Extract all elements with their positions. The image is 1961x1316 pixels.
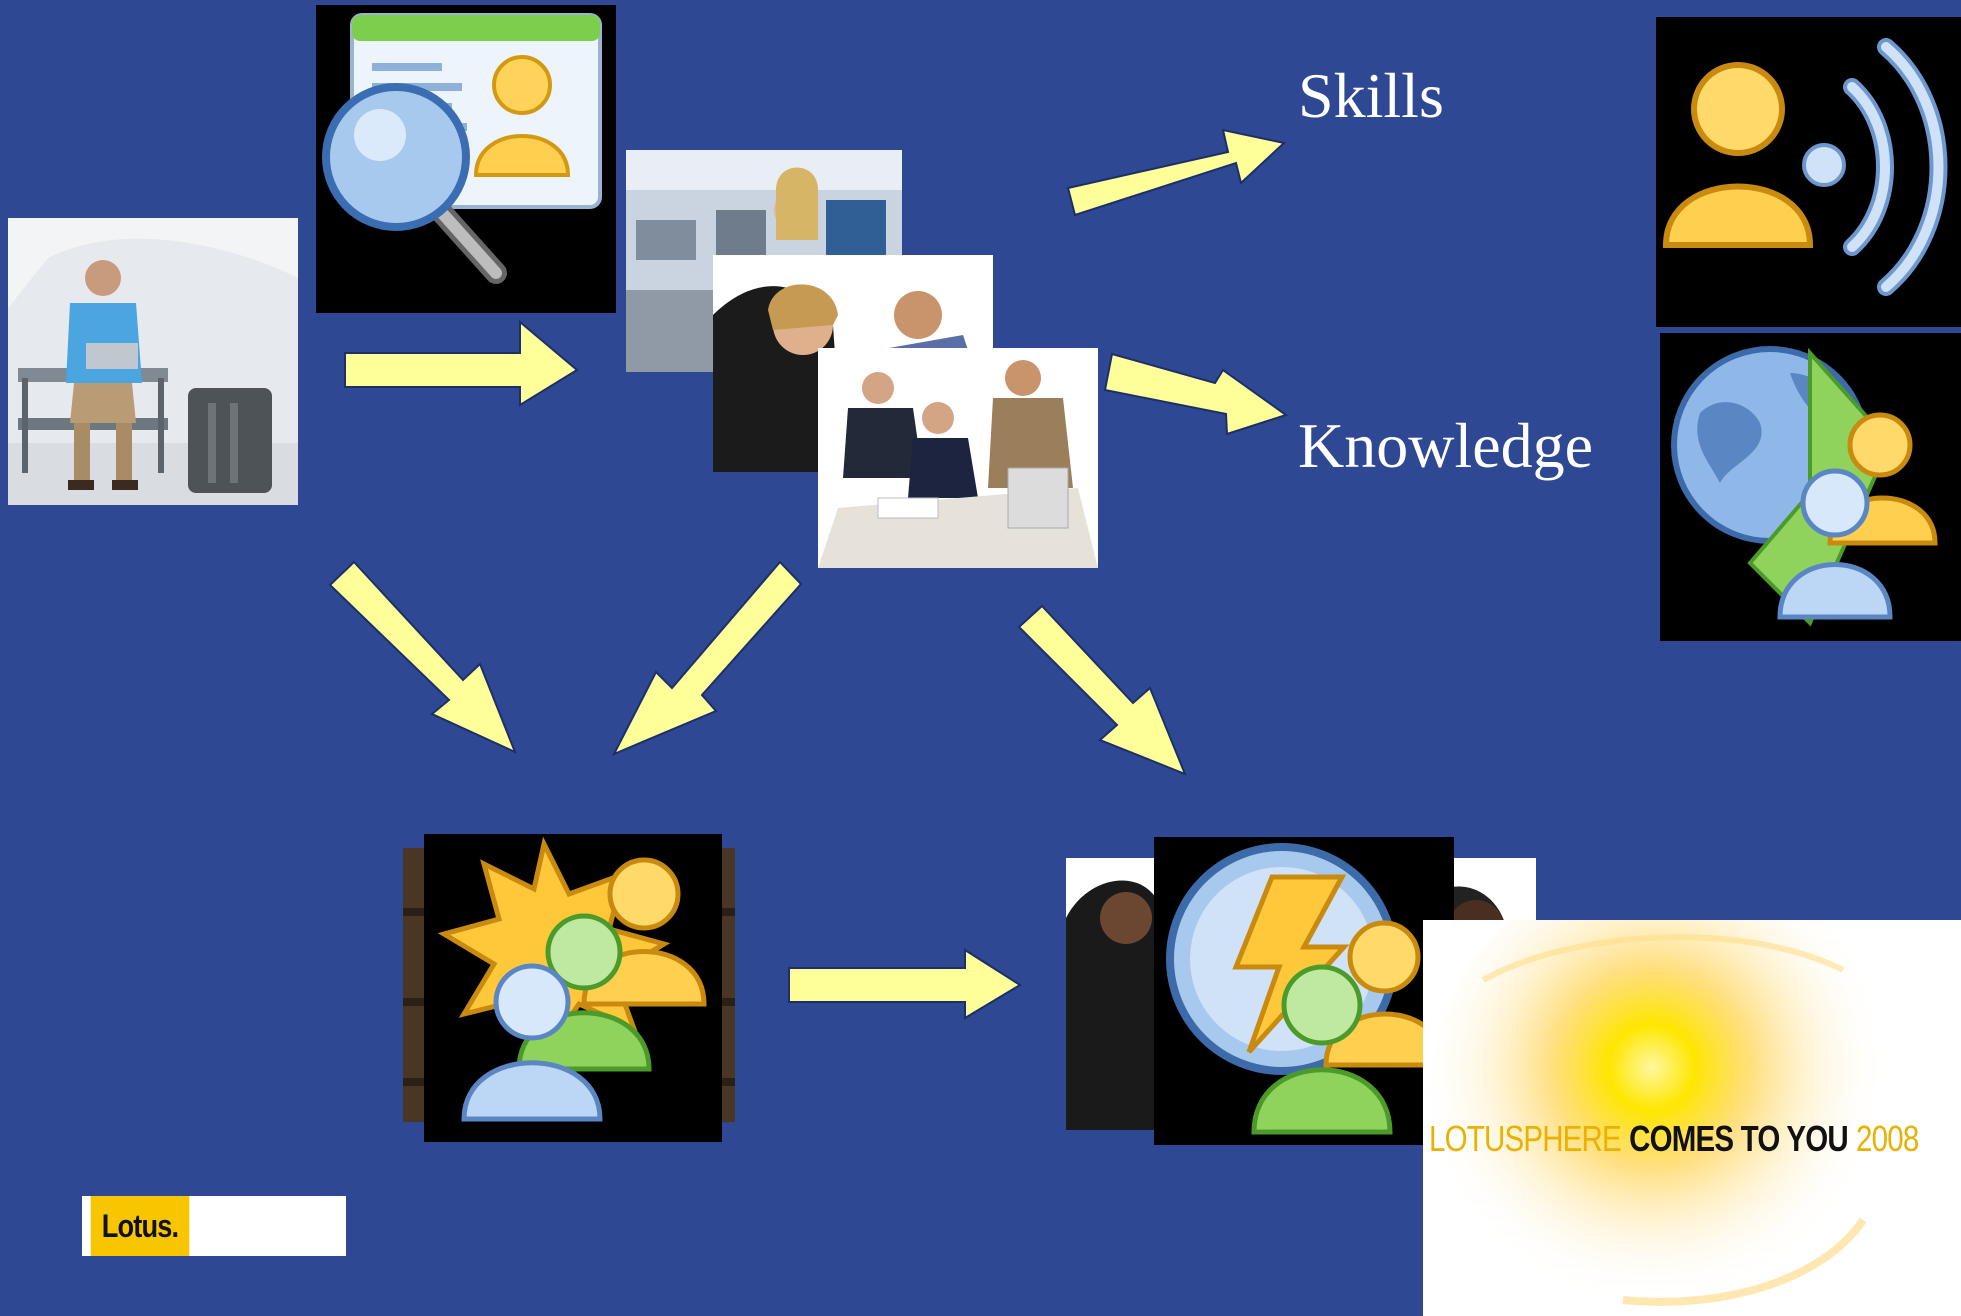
arrow-office-to-instant [1017,604,1187,776]
lotus-logo-text: Lotus. [90,1196,190,1256]
arrow-traveler-to-office [344,319,579,407]
profile-search-icon [316,5,616,313]
arrow-to-knowledge [1103,352,1289,436]
banner-text: LOTUSPHERE COMES TO YOU 2008 [1429,1112,1919,1166]
knowledge-label: Knowledge [1298,410,1594,481]
team-photo [818,348,1098,568]
banner-comes-text: COMES TO YOU [1629,1118,1849,1159]
banner-year-text: 2008 [1856,1118,1919,1159]
lotusphere-banner: LOTUSPHERE COMES TO YOU 2008 [1423,920,1961,1316]
community-users-icon [424,834,722,1142]
sun-burst-graphic [1423,920,1961,1316]
arrow-to-skills [1066,128,1287,217]
globe-users-icon [1660,333,1961,641]
arrow-office-to-community [611,560,803,756]
banner-lotusphere-text: LOTUSPHERE [1429,1118,1622,1159]
instant-users-icon [1154,837,1454,1145]
arrow-community-to-instant [788,948,1022,1020]
arrow-traveler-to-community [328,560,517,754]
user-broadcast-icon [1656,17,1961,327]
traveler-laptop-photo [8,218,298,505]
skills-label: Skills [1298,60,1444,131]
lotus-logo: Lotus. [82,1196,346,1256]
